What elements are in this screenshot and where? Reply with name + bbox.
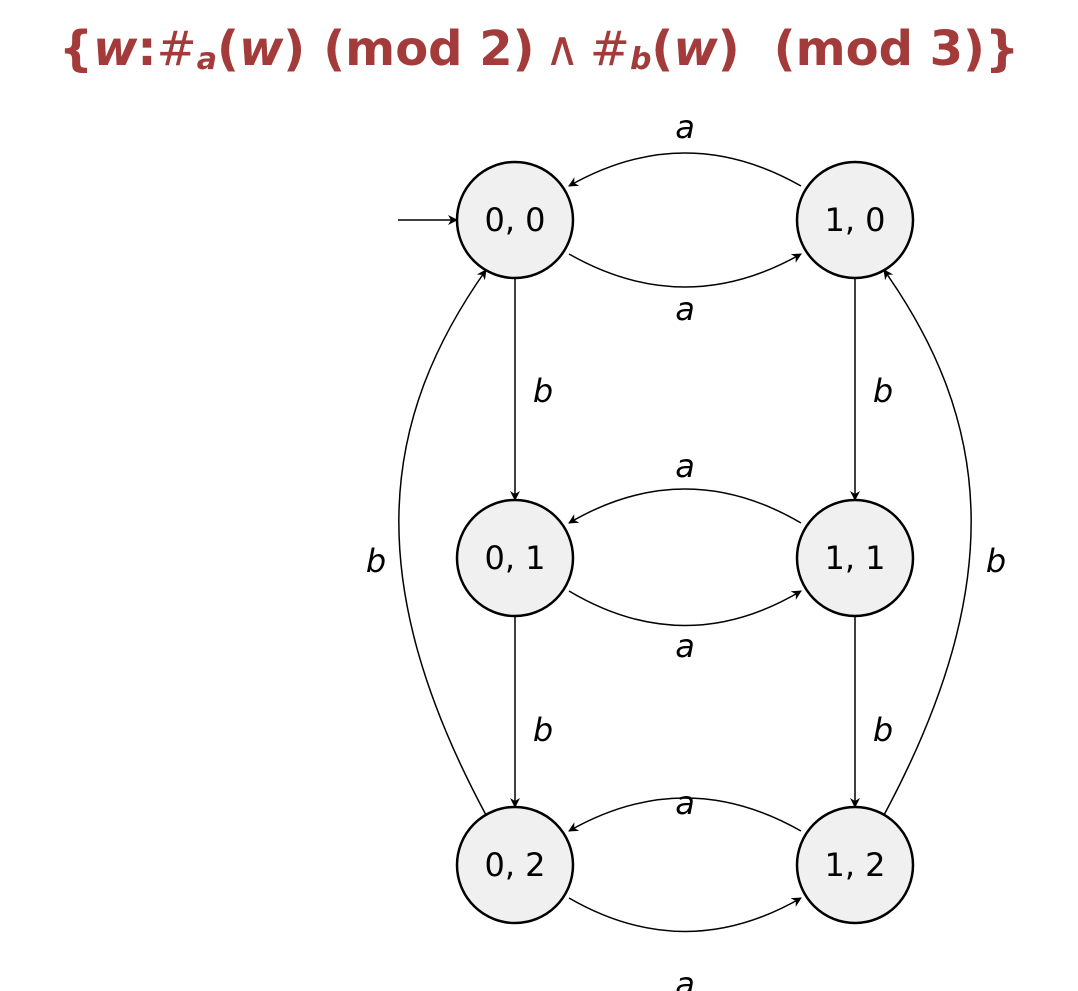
state-s12: 1, 2 [795,805,915,925]
transition-label-s01-to-s11: a [675,627,695,665]
title-count-a: # [156,21,197,77]
state-circle-s11 [795,498,915,618]
title-and: ∧ [544,21,580,77]
state-label-s00: 0, 0 [484,201,545,239]
title-mod-2: (mod 2) [323,21,535,77]
state-label-s12: 1, 2 [824,846,885,884]
state-label-s10: 1, 0 [824,201,885,239]
state-s11: 1, 1 [795,498,915,618]
state-label-s02: 0, 2 [484,846,545,884]
transition-s02-to-s00 [398,269,487,816]
state-circle-s10 [795,160,915,280]
transition-label-s00-to-s01: b [533,372,553,410]
transition-label-s01-to-s02: b [533,711,553,749]
title-arg2-var: w [673,21,718,77]
transition-label-s12-to-s10: b [986,542,1006,580]
state-circle-s12 [795,805,915,925]
transition-label-s11-to-s01: a [675,447,695,485]
title-arg2-open: ( [651,21,674,77]
state-s00: 0, 0 [455,160,575,280]
state-s10: 1, 0 [795,160,915,280]
transition-s12-to-s02 [568,797,802,832]
transition-label-s10-to-s11: b [873,372,893,410]
transition-s01-to-s11 [568,590,802,627]
language-title: { w : # a ( w ) (mod 2) ∧ # b ( w ) (mod… [0,14,1078,84]
title-sub-a: a [196,41,218,77]
title-mod-3: (mod 3) [773,21,985,77]
transition-label-s02-to-s12: a [675,965,695,991]
title-arg2-close: ) [717,21,740,77]
transition-label-s11-to-s12: b [873,711,893,749]
state-label-s11: 1, 1 [824,539,885,577]
transition-label-s02-to-s00: b [366,542,386,580]
state-s02: 0, 2 [455,805,575,925]
transition-label-s00-to-s10: a [675,290,695,328]
transition-label-s10-to-s00: a [675,108,695,146]
transition-s10-to-s00 [568,152,802,187]
transition-label-s12-to-s02: a [675,784,695,822]
title-arg-var: w [238,21,284,77]
transition-s11-to-s01 [568,488,802,524]
transition-s12-to-s10 [883,269,972,816]
state-circle-s00 [455,160,575,280]
title-arg-close: ) [283,21,306,77]
state-s01: 0, 1 [455,498,575,618]
state-circle-s02 [455,805,575,925]
title-var: w [93,21,138,77]
transition-s02-to-s12 [568,897,802,933]
title-close-brace: } [984,21,1020,77]
transition-s00-to-s10 [568,253,802,288]
title-open-brace: { [58,21,93,77]
title-arg-open: ( [217,21,239,77]
state-label-s01: 0, 1 [484,539,545,577]
title-sub-b: b [629,41,652,77]
title-colon: : [137,21,157,77]
state-circle-s01 [455,498,575,618]
title-count-b: # [589,21,630,77]
